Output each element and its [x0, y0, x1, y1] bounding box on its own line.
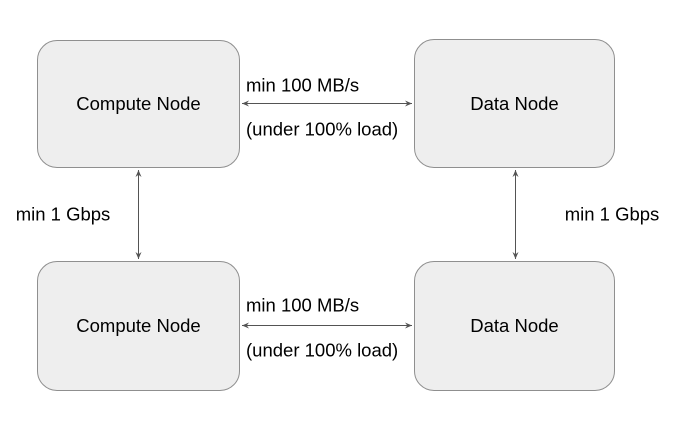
edge-label-bottom-bandwidth: min 100 MB/s [246, 294, 360, 316]
edge-label-left-bandwidth: min 1 Gbps [15, 203, 111, 225]
edge-label-top-condition: (under 100% load) [246, 118, 399, 140]
edge-label-top-bandwidth: min 100 MB/s [246, 74, 360, 96]
edge-label-right-bandwidth: min 1 Gbps [564, 203, 660, 225]
node-label: Data Node [470, 315, 559, 336]
node-label: Data Node [470, 92, 559, 114]
edge-label-bottom-condition: (under 100% load) [246, 339, 399, 361]
node-compute-bottom: Compute Node [37, 261, 240, 391]
node-compute-top: Compute Node [37, 40, 240, 168]
node-label: Compute Node [76, 93, 201, 114]
node-label: Compute Node [76, 315, 201, 336]
node-data-top: Data Node [414, 39, 615, 168]
node-data-bottom: Data Node [414, 261, 615, 391]
